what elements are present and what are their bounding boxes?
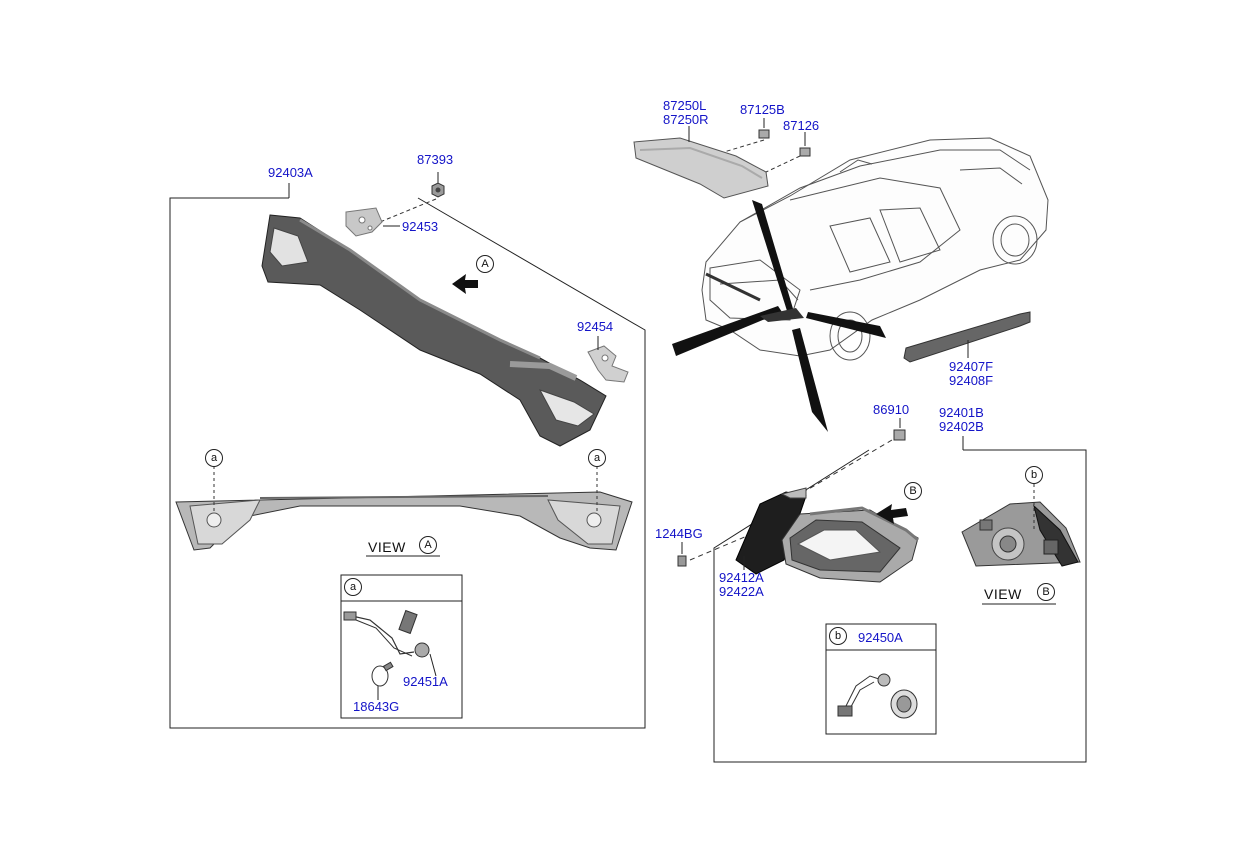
part-92412A-pad[interactable] <box>735 487 807 575</box>
callout-a-right: a <box>588 449 606 467</box>
view-a-garnish <box>175 466 633 551</box>
view-a-arrow <box>452 274 478 294</box>
callout-view-B: B <box>1037 583 1055 601</box>
part-socket-harness[interactable] <box>343 609 437 677</box>
label-92408F: 92408F <box>949 373 994 388</box>
label-92453: 92453 <box>402 219 439 234</box>
label-92450A: 92450A <box>858 630 903 645</box>
detail-box-a-frame <box>340 574 463 719</box>
label-18643G: 18643G <box>353 699 400 714</box>
callout-A: A <box>476 255 494 273</box>
left-assembly-frame <box>169 183 646 729</box>
view-A-label: VIEW <box>368 539 406 555</box>
part-87393-nut[interactable] <box>379 172 445 223</box>
label-92454: 92454 <box>577 319 614 334</box>
view-b-lamp <box>961 484 1081 567</box>
callout-box-a: a <box>344 578 362 596</box>
part-1244BG-bolt[interactable] <box>677 527 767 567</box>
part-92403A-garnish[interactable] <box>261 214 607 447</box>
label-86910: 86910 <box>873 402 910 417</box>
callout-b: b <box>1025 466 1043 484</box>
part-87125B-screw[interactable] <box>723 118 770 153</box>
view-b-arrow <box>876 504 908 524</box>
right-assembly-frame <box>713 436 1087 763</box>
view-B-label: VIEW <box>984 586 1022 602</box>
car-rear-lamp-highlight <box>705 272 804 322</box>
detail-box-b-frame <box>825 623 937 735</box>
callout-a-left: a <box>205 449 223 467</box>
callout-view-A: A <box>419 536 437 554</box>
label-92451A: 92451A <box>403 674 448 689</box>
callout-B: B <box>904 482 922 500</box>
part-87126-screw[interactable] <box>765 132 811 173</box>
label-87250L: 87250L <box>663 98 707 113</box>
label-87126: 87126 <box>783 118 820 133</box>
label-87250R: 87250R <box>663 112 709 127</box>
part-86910-nut[interactable] <box>755 418 906 521</box>
part-87250-stop-lamp[interactable] <box>633 126 769 199</box>
label-1244BG: 1244BG <box>655 526 703 541</box>
part-92453-bracket[interactable] <box>345 207 400 237</box>
part-92450A-socket[interactable] <box>837 673 918 719</box>
label-92403A: 92403A <box>268 165 313 180</box>
part-92401B-lamp[interactable] <box>781 506 919 583</box>
label-92402B: 92402B <box>939 419 984 434</box>
part-18643G-bulb[interactable] <box>371 661 394 700</box>
label-92422A: 92422A <box>719 584 764 599</box>
label-87393: 87393 <box>417 152 454 167</box>
callout-box-b: b <box>829 627 847 645</box>
part-92407F-strip[interactable] <box>903 311 1031 363</box>
label-87125B: 87125B <box>740 102 785 117</box>
label-92401B: 92401B <box>939 405 984 420</box>
part-92454-bracket[interactable] <box>587 336 629 383</box>
label-92407F: 92407F <box>949 359 994 374</box>
label-92412A: 92412A <box>719 570 764 585</box>
car-pointer-wedges <box>672 200 886 432</box>
